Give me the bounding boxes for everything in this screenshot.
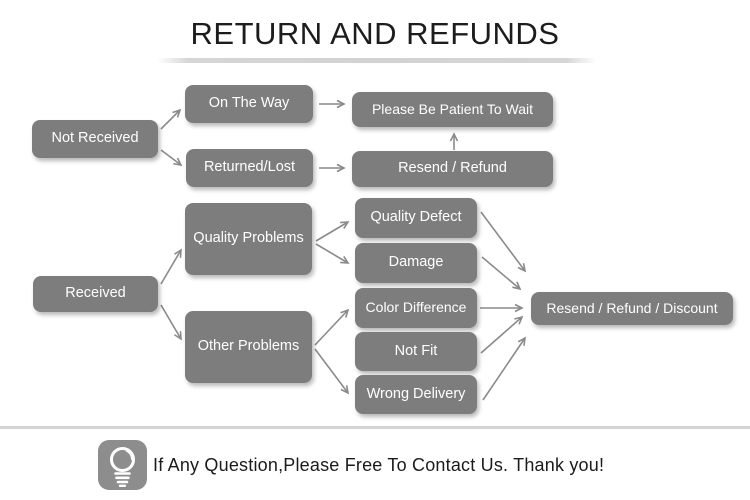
arrow-damage-to-final — [481, 256, 522, 291]
node-returned-lost: Returned/Lost — [186, 149, 313, 187]
arrow-quality-defect-to-final — [480, 211, 527, 273]
node-received: Received — [33, 276, 158, 312]
arrow-not-received-to-on-the-way — [160, 108, 182, 130]
arrow-quality-problems-to-damage — [315, 243, 350, 264]
node-wrong-delivery: Wrong Delivery — [355, 375, 477, 414]
title-underline — [157, 58, 597, 63]
arrow-not-fit-to-final — [480, 315, 524, 354]
footer-message: If Any Question,Please Free To Contact U… — [153, 454, 605, 475]
node-other-problems: Other Problems — [185, 311, 312, 383]
arrow-wrong-delivery-to-final — [482, 336, 527, 401]
light-bulb-icon — [98, 440, 147, 490]
arrow-other-problems-to-color-difference — [314, 308, 350, 346]
node-color-difference: Color Difference — [355, 288, 477, 328]
node-not-received: Not Received — [32, 120, 158, 158]
node-on-the-way: On The Way — [185, 85, 313, 123]
footer-divider — [0, 426, 750, 429]
node-quality-problems: Quality Problems — [185, 203, 312, 275]
node-not-fit: Not Fit — [355, 332, 477, 371]
arrow-received-to-quality-problems — [160, 248, 182, 285]
arrow-quality-problems-to-quality-defect — [315, 221, 350, 242]
node-resend-refund: Resend / Refund — [352, 151, 553, 187]
node-quality-defect: Quality Defect — [355, 198, 477, 238]
arrow-other-problems-to-wrong-delivery — [314, 348, 350, 395]
page-title: RETURN AND REFUNDS — [190, 16, 560, 51]
node-please-be-patient-to-wait: Please Be Patient To Wait — [352, 92, 553, 127]
arrow-not-received-to-returned-lost — [160, 149, 183, 167]
node-resend-refund-discount: Resend / Refund / Discount — [531, 292, 733, 325]
node-damage: Damage — [355, 243, 477, 283]
arrow-received-to-other-problems — [160, 304, 182, 341]
